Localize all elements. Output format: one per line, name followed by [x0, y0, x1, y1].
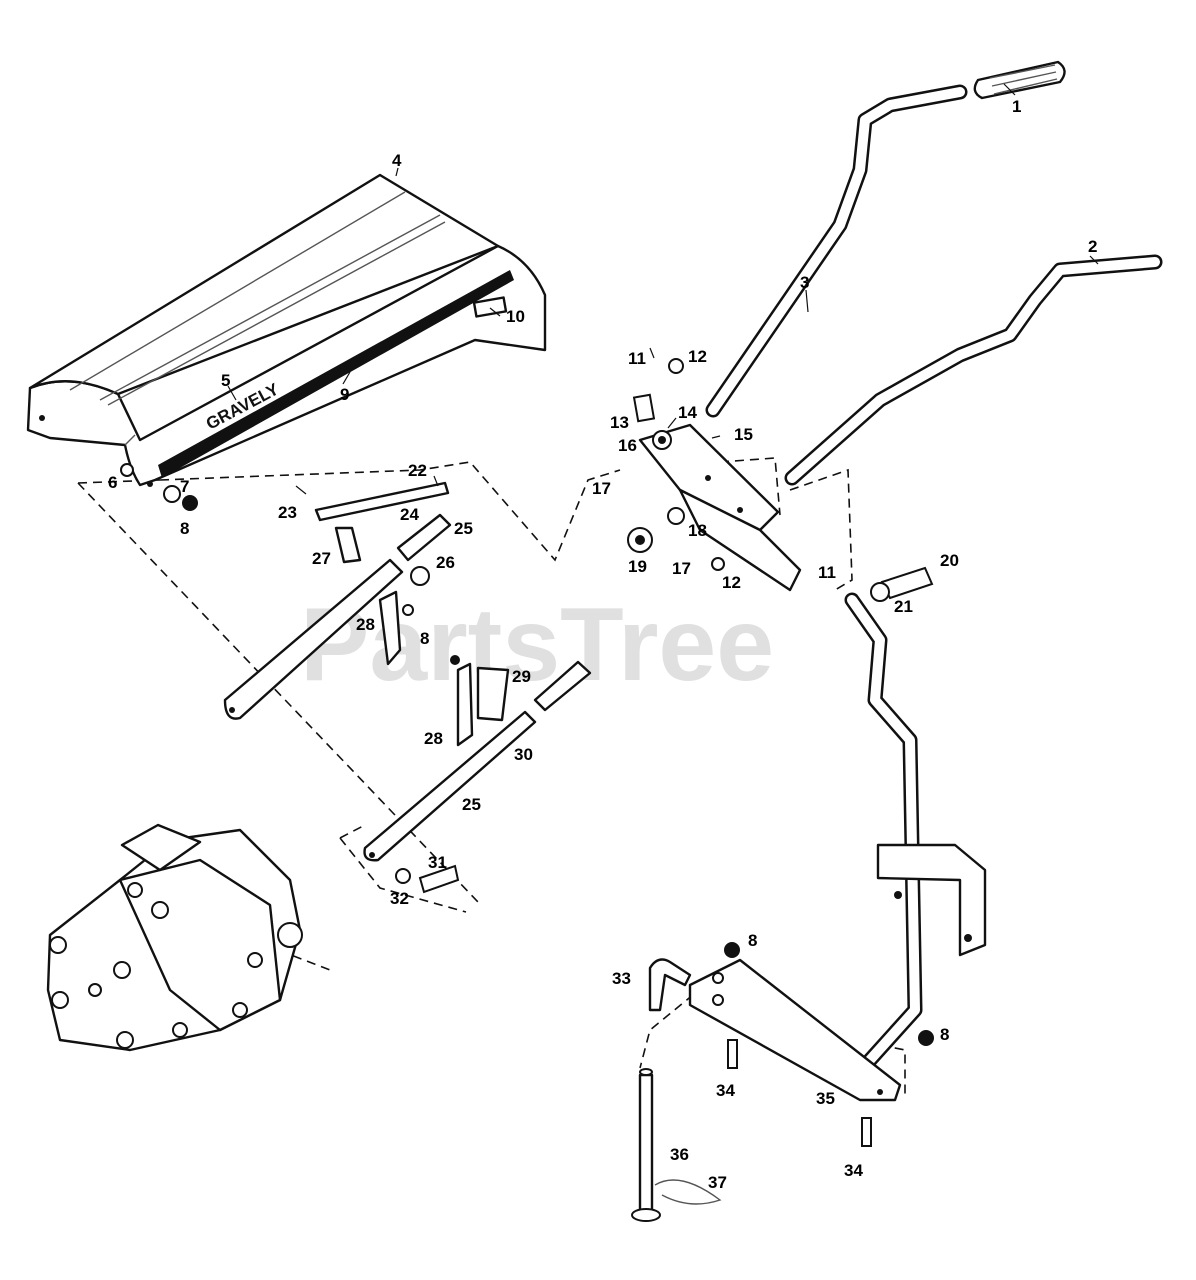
callout-7: 7 — [180, 477, 189, 496]
callout-3: 3 — [800, 273, 809, 292]
callout-11-b: 11 — [818, 563, 836, 582]
callout-22: 22 — [408, 461, 427, 480]
callout-25: 25 — [454, 519, 473, 538]
callout-1: 1 — [1012, 97, 1021, 116]
callout-27: 27 — [312, 549, 331, 568]
callout-9: 9 — [340, 385, 349, 404]
callout-8-d: 8 — [940, 1025, 949, 1044]
watermark: PartsTree — [300, 587, 774, 703]
callout-4: 4 — [392, 151, 402, 170]
handle-grip — [973, 60, 1066, 100]
callout-12: 12 — [688, 347, 707, 366]
callout-35: 35 — [816, 1089, 835, 1108]
callout-17-b: 17 — [672, 559, 691, 578]
leader-lines — [227, 83, 1099, 495]
callout-34-b: 34 — [844, 1161, 863, 1180]
callout-15: 15 — [734, 425, 753, 444]
callout-12-b: 12 — [722, 573, 741, 592]
transmission — [46, 823, 303, 1052]
handle-bracket — [638, 423, 802, 592]
callout-20: 20 — [940, 551, 959, 570]
callout-8-c: 8 — [748, 931, 757, 950]
decal — [472, 296, 508, 318]
callout-33: 33 — [612, 969, 631, 988]
callout-5: 5 — [221, 371, 230, 390]
callout-31: 31 — [428, 853, 447, 872]
callout-6: 6 — [108, 473, 117, 492]
callout-10: 10 — [506, 307, 525, 326]
callout-29: 29 — [512, 667, 531, 686]
callout-25-b: 25 — [462, 795, 481, 814]
callout-36: 36 — [670, 1145, 689, 1164]
hardware — [120, 358, 934, 1222]
callout-28: 28 — [356, 615, 375, 634]
callout-32: 32 — [390, 889, 409, 908]
callout-24: 24 — [400, 505, 419, 524]
callout-13: 13 — [610, 413, 629, 432]
callout-16: 16 — [618, 436, 637, 455]
callout-34: 34 — [716, 1081, 735, 1100]
callout-17: 17 — [592, 479, 611, 498]
base-bracket — [688, 958, 902, 1102]
callouts: 1 2 3 4 5 6 7 8 9 10 11 12 13 14 15 16 1… — [108, 97, 1097, 1192]
callout-14: 14 — [678, 403, 697, 422]
callout-19: 19 — [628, 557, 647, 576]
callout-8: 8 — [180, 519, 189, 538]
handle-post — [844, 592, 987, 1068]
callout-2: 2 — [1088, 237, 1097, 256]
trim-strip — [158, 270, 514, 478]
callout-30: 30 — [514, 745, 533, 764]
callout-28-b: 28 — [424, 729, 443, 748]
callout-37: 37 — [708, 1173, 727, 1192]
callout-8-b: 8 — [420, 629, 429, 648]
control-levers — [223, 481, 592, 862]
callout-23: 23 — [278, 503, 297, 522]
handlebar-tubes — [705, 84, 1163, 486]
callout-11: 11 — [628, 349, 646, 368]
callout-26: 26 — [436, 553, 455, 572]
callout-21: 21 — [894, 597, 913, 616]
hood-cover: GRAVELY — [26, 173, 547, 487]
callout-18: 18 — [688, 521, 707, 540]
